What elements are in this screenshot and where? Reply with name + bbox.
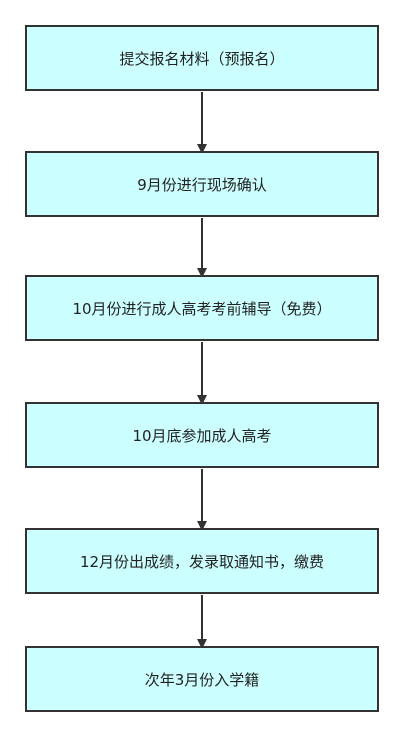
step-box-results-and-admission: 12月份出成绩，发录取通知书，缴费 [25,528,379,594]
step-label: 9月份进行现场确认 [137,175,267,194]
step-box-onsite-confirmation: 9月份进行现场确认 [25,151,379,217]
step-box-submit-materials: 提交报名材料（预报名） [25,25,379,91]
step-label: 10月底参加成人高考 [132,426,272,445]
step-box-exam-tutoring: 10月份进行成人高考考前辅导（免费） [25,275,379,341]
step-label: 10月份进行成人高考考前辅导（免费） [72,299,332,318]
step-box-enrollment: 次年3月份入学籍 [25,646,379,712]
step-box-take-exam: 10月底参加成人高考 [25,402,379,468]
step-label: 12月份出成绩，发录取通知书，缴费 [79,552,325,571]
step-label: 提交报名材料（预报名） [119,49,285,68]
step-label: 次年3月份入学籍 [144,670,260,689]
